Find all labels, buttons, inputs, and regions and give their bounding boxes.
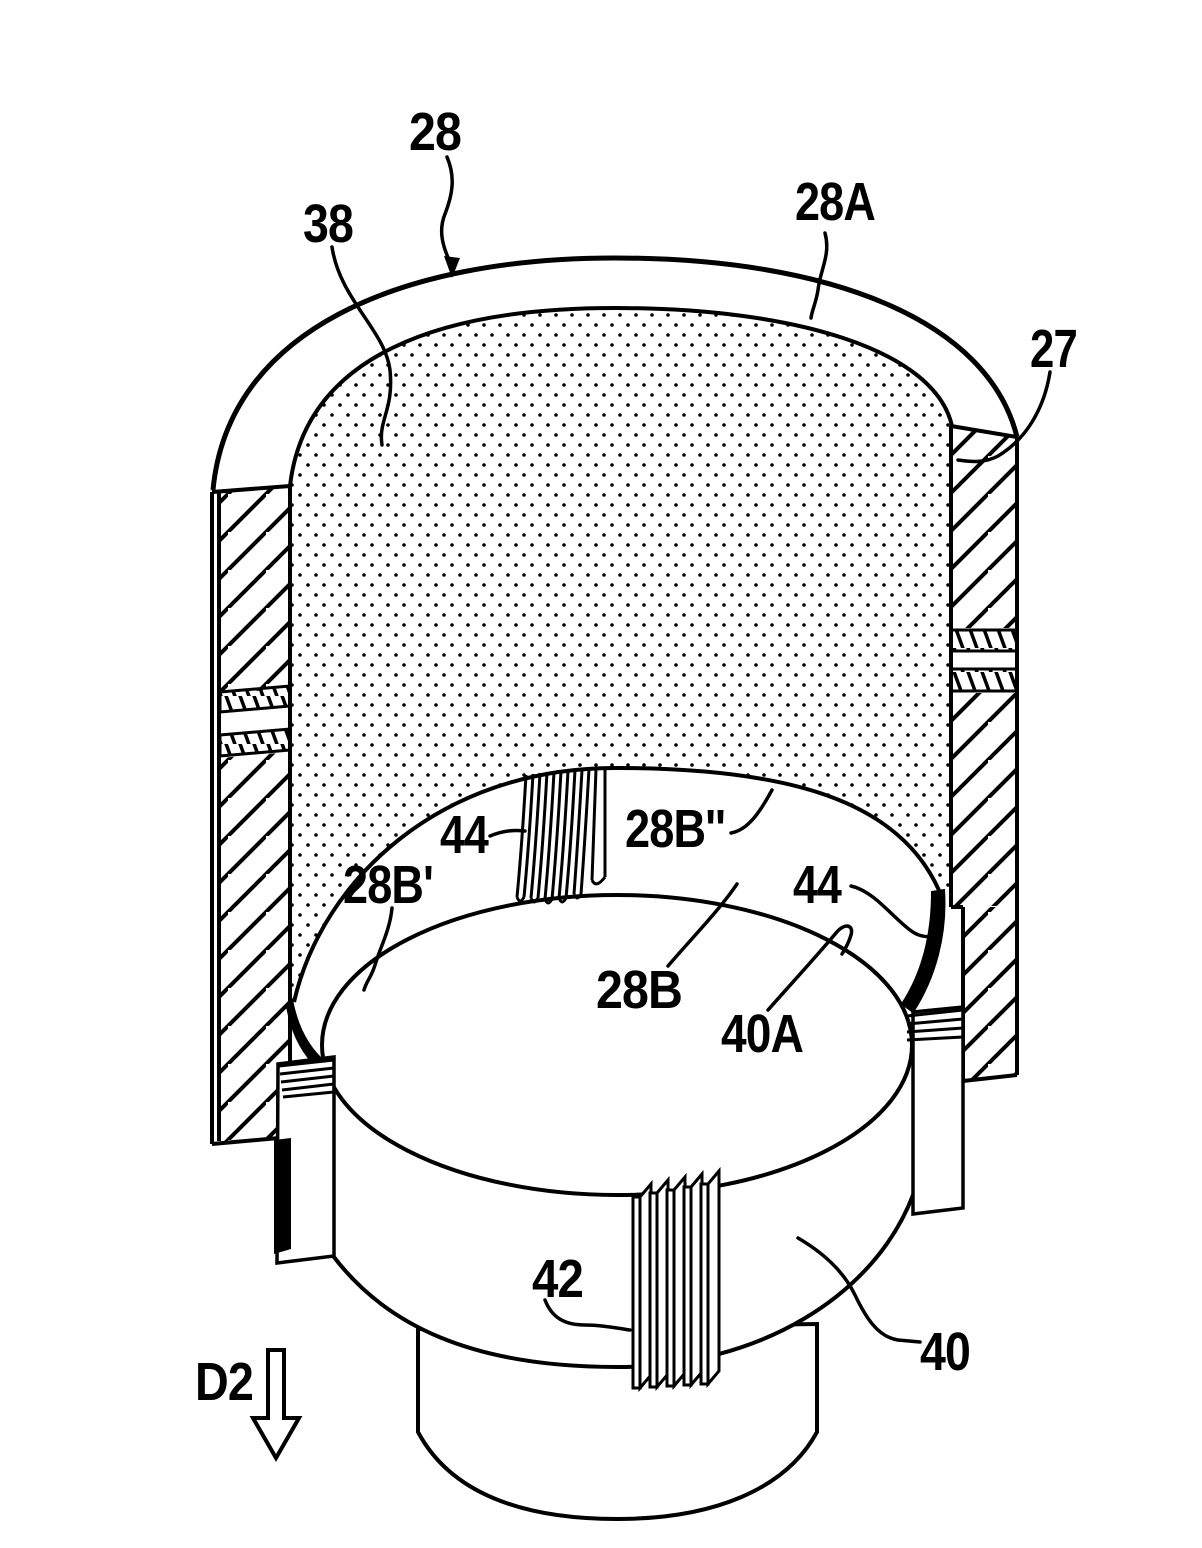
cylinder-40-band-fill [322,1045,913,1367]
spline-teeth-44-top [515,768,607,905]
right-wall-hatch-mid [951,693,1017,906]
ref-label-40: 40 [920,1322,970,1382]
left-dark-band [274,1138,291,1254]
left-wall-hatch-lower [220,752,290,1143]
leader-28-arrowhead [444,256,460,278]
leader-28B-dblprime [729,788,774,835]
left-wall-hatch-upper [220,485,290,694]
stipple-material-38 [290,308,952,1002]
left-wall-outline [210,484,292,1146]
ref-label-40A: 40A [721,1004,803,1064]
ref-label-28: 28 [409,102,461,162]
spline-teeth-44-left [278,1058,335,1099]
left-wall-strip-a [218,684,292,714]
leader-44-top [488,828,527,838]
ref-label-38: 38 [303,194,353,254]
ref-label-28B-prime: 28B' [343,855,433,915]
direction-arrow-d2 [249,1348,303,1463]
leader-44-right [849,884,938,940]
right-wall-hatch-lower [963,907,1017,1081]
ref-label-44-right: 44 [793,855,842,915]
ref-label-28B-dblprime: 28B'' [625,799,725,859]
right-post [911,1005,965,1216]
fins-42 [631,1166,721,1393]
right-wall-hatch-upper [951,427,1017,628]
bore-crescent-right [900,888,946,1014]
housing-outer-arc [210,255,1020,491]
spline-teeth-44-right [906,1008,964,1042]
ref-label-28A: 28A [795,172,875,232]
right-wall-strip-b [949,667,1019,693]
leader-lines [330,155,1052,1344]
leader-42 [543,1298,632,1332]
ref-label-28B: 28B [596,960,682,1020]
leader-38 [330,245,393,447]
leader-27 [956,370,1052,464]
ref-label-44-top: 44 [440,805,489,865]
leader-28B [666,882,739,968]
ref-label-42: 42 [532,1249,583,1309]
leader-28A [809,231,829,320]
leader-40A [766,924,854,1012]
cylinder-40-band-bottom-edge [320,1194,915,1370]
cylinder-40-top-face-40A [320,893,914,1197]
leader-28 [439,155,454,264]
right-wall-strip-a [949,628,1019,653]
housing-inner-arc [288,305,954,487]
leader-40 [796,1236,922,1344]
left-wall-strip-b [218,727,292,758]
ref-label-d2: D2 [195,1352,253,1412]
bore-band-upper-edge [292,765,943,1003]
right-wall-outline [949,424,1019,1083]
ref-label-27: 27 [1030,319,1077,379]
leader-28B-prime [362,906,394,992]
